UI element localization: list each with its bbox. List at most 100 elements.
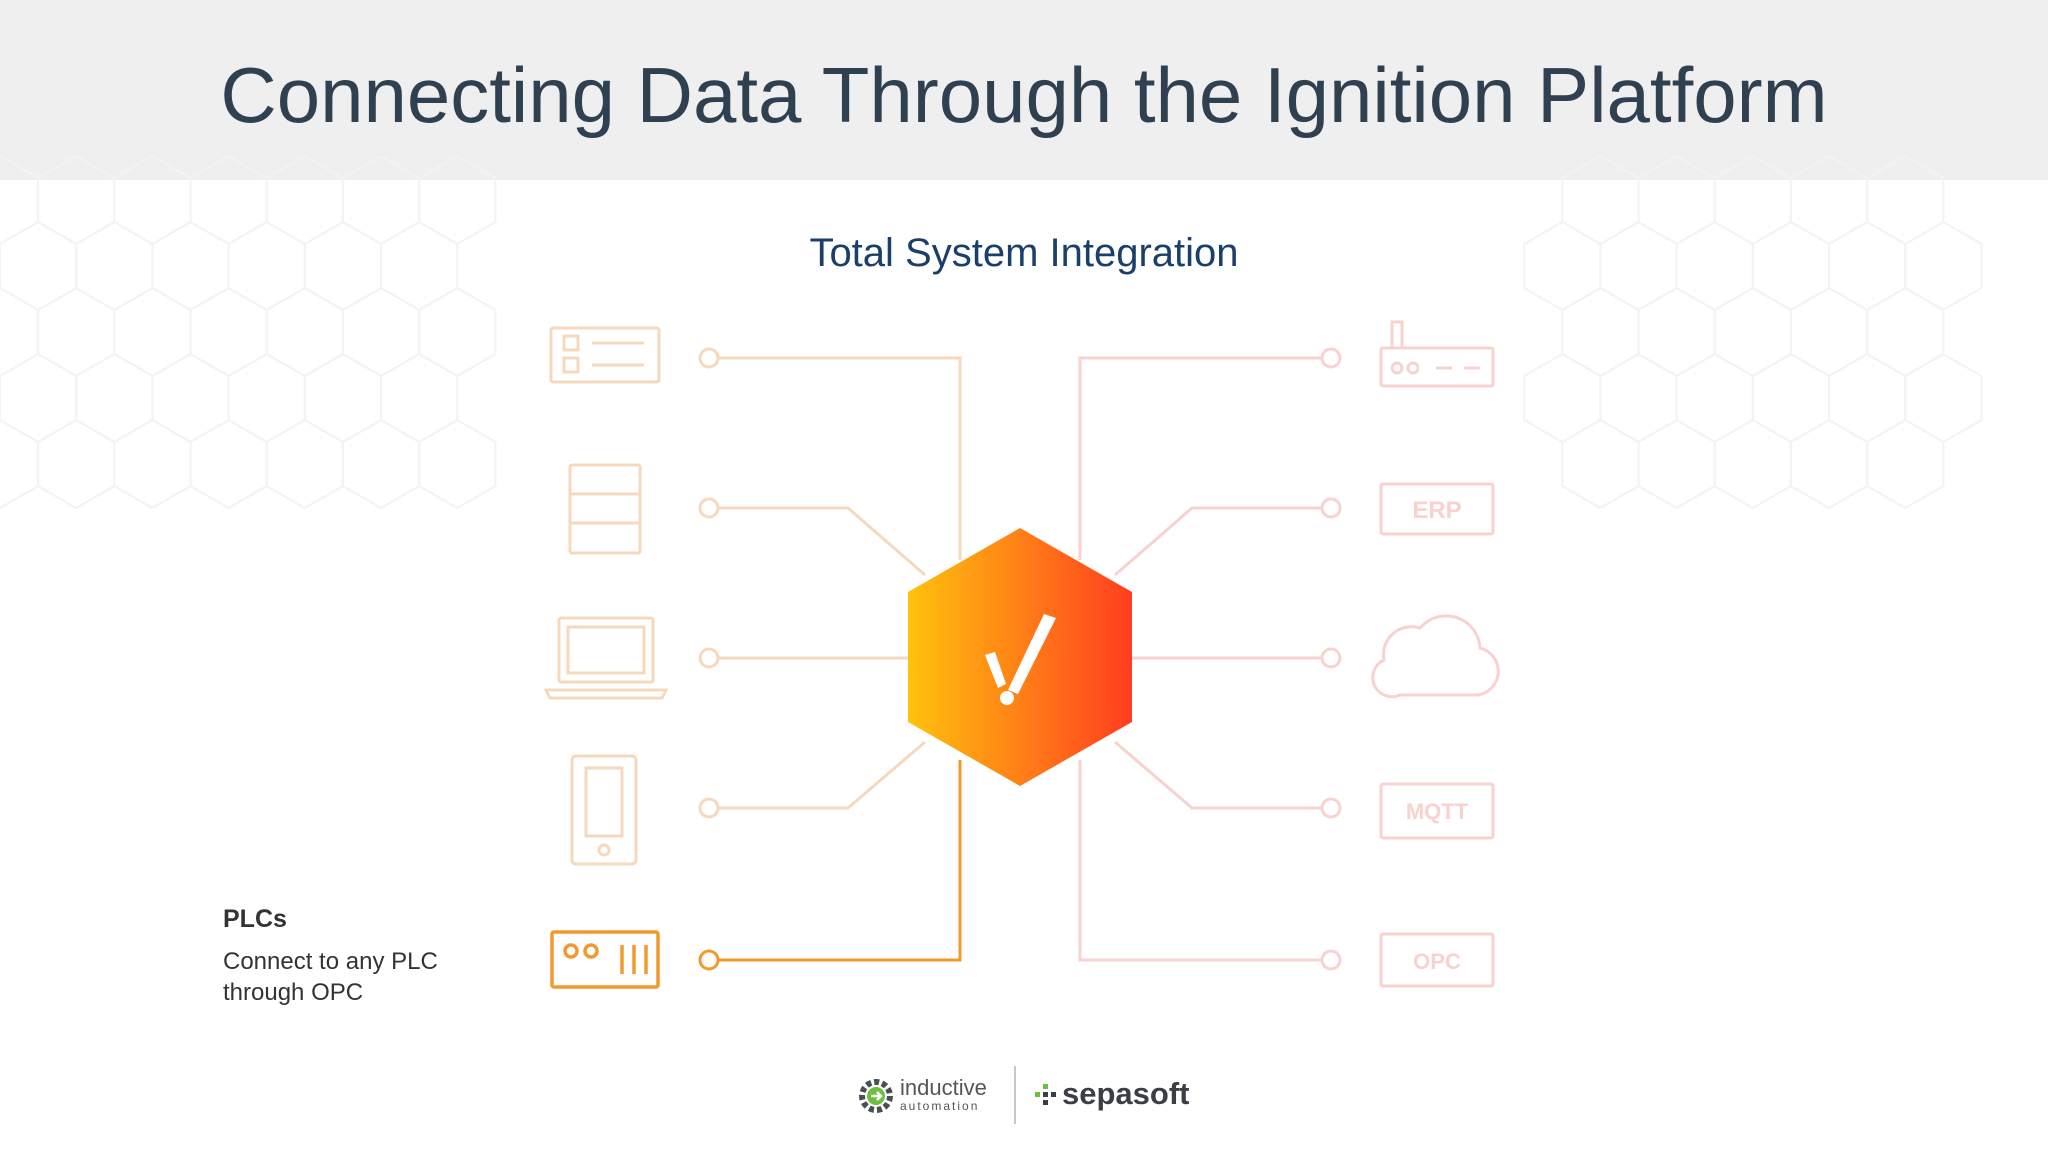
background-hex-0	[0, 154, 40, 246]
inductive-automation-logo: inductive automation	[900, 1075, 987, 1114]
connector-line-left-1	[718, 356, 962, 560]
background-hex-23	[1904, 220, 1983, 312]
background-hex-11	[1866, 154, 1945, 246]
ignition-logo-icon	[985, 614, 1056, 705]
background-hex-2	[113, 154, 192, 246]
cloud-icon	[1371, 614, 1500, 699]
background-honeycomb	[0, 154, 1983, 510]
connector-line-left-4	[718, 740, 926, 810]
background-hex-18	[1523, 220, 1602, 312]
background-hex-7	[1561, 154, 1640, 246]
background-hex-24	[0, 286, 40, 378]
connector-node-right-4	[1320, 797, 1342, 819]
background-hex-30	[418, 286, 497, 378]
background-hex-13	[75, 220, 154, 312]
background-hex-31	[1561, 286, 1640, 378]
background-hex-33	[1713, 286, 1792, 378]
background-hex-12	[0, 220, 78, 312]
logo-divider	[1014, 1066, 1016, 1124]
ignition-hub	[908, 528, 1132, 786]
background-hex-51	[189, 418, 268, 510]
server-icon	[568, 463, 642, 555]
plc-callout-title: PLCs	[223, 905, 287, 933]
mqtt-badge-label: MQTT	[1406, 799, 1469, 824]
laptop-icon	[543, 616, 669, 700]
background-hex-4	[265, 154, 344, 246]
background-hex-36	[0, 352, 78, 444]
connector-line-left-5	[718, 760, 962, 962]
background-hex-15	[227, 220, 306, 312]
background-hex-29	[341, 286, 421, 378]
plc-callout-description: Connect to any PLC through OPC	[223, 948, 438, 1006]
connector-node-right-5	[1320, 949, 1342, 971]
ignition-hex-icon	[908, 528, 1132, 786]
router-icon	[1379, 320, 1495, 388]
mobile-icon	[570, 754, 638, 866]
background-hex-14	[151, 220, 230, 312]
header-bar: Connecting Data Through the Ignition Pla…	[0, 0, 2048, 180]
background-hex-49	[37, 418, 116, 510]
background-hex-28	[265, 286, 344, 378]
dashboard-icon	[549, 326, 661, 384]
background-hex-45	[1751, 352, 1830, 444]
connector-line-right-1	[1078, 356, 1322, 560]
background-hex-5	[341, 154, 421, 246]
background-hex-55	[1561, 418, 1640, 510]
connector-node-left-5	[698, 949, 720, 971]
connector-node-left-4	[698, 797, 720, 819]
background-hex-54	[418, 418, 497, 510]
background-hex-53	[341, 418, 421, 510]
page-title: Connecting Data Through the Ignition Pla…	[220, 51, 1828, 139]
background-hex-22	[1828, 220, 1907, 312]
background-hex-25	[37, 286, 116, 378]
background-hex-40	[303, 352, 383, 444]
sepasoft-logo: sepasoft	[1062, 1076, 1190, 1111]
background-hex-9	[1713, 154, 1792, 246]
connector-node-left-1	[698, 347, 720, 369]
background-hex-16	[303, 220, 383, 312]
background-hex-50	[113, 418, 192, 510]
background-hex-38	[151, 352, 230, 444]
background-hex-56	[1637, 418, 1716, 510]
plc-callout: PLCs Connect to any PLC through OPC	[223, 905, 463, 1008]
inductive-automation-gear-icon	[859, 1079, 893, 1113]
erp-badge	[1379, 482, 1495, 536]
background-hex-47	[1904, 352, 1983, 444]
opc-badge-label: OPC	[1413, 949, 1461, 974]
opc-badge	[1379, 932, 1495, 988]
background-hex-1	[37, 154, 116, 246]
connector-node-left-2	[698, 497, 720, 519]
plc-icon	[550, 930, 660, 989]
background-hex-39	[227, 352, 306, 444]
background-hex-27	[189, 286, 268, 378]
connector-node-left-3	[698, 647, 720, 669]
connector-node-right-1	[1320, 347, 1342, 369]
erp-badge-label: ERP	[1412, 497, 1461, 524]
diagram-subtitle: Total System Integration	[809, 231, 1239, 275]
mqtt-badge	[1379, 782, 1495, 840]
logo-word-inductive: inductive	[900, 1075, 987, 1100]
background-hex-52	[265, 418, 344, 510]
background-hex-21	[1751, 220, 1830, 312]
connector-line-right-4	[1114, 740, 1322, 810]
connector-line-right-5	[1078, 760, 1322, 962]
background-hex-32	[1637, 286, 1716, 378]
background-hex-59	[1866, 418, 1945, 510]
sepasoft-mark-icon	[1035, 1084, 1056, 1105]
background-hex-48	[0, 418, 40, 510]
connector-node-right-2	[1320, 497, 1342, 519]
background-hex-19	[1599, 220, 1678, 312]
background-hex-43	[1599, 352, 1678, 444]
background-hex-26	[113, 286, 192, 378]
background-hex-35	[1866, 286, 1945, 378]
connector-node-right-3	[1320, 647, 1342, 669]
background-hex-6	[418, 154, 497, 246]
background-hex-57	[1713, 418, 1792, 510]
logo-word-automation: automation	[900, 1099, 980, 1113]
background-hex-42	[1523, 352, 1602, 444]
background-hex-44	[1675, 352, 1754, 444]
background-hex-17	[380, 220, 459, 312]
connector-line-left-2	[718, 506, 926, 577]
background-hex-41	[380, 352, 459, 444]
